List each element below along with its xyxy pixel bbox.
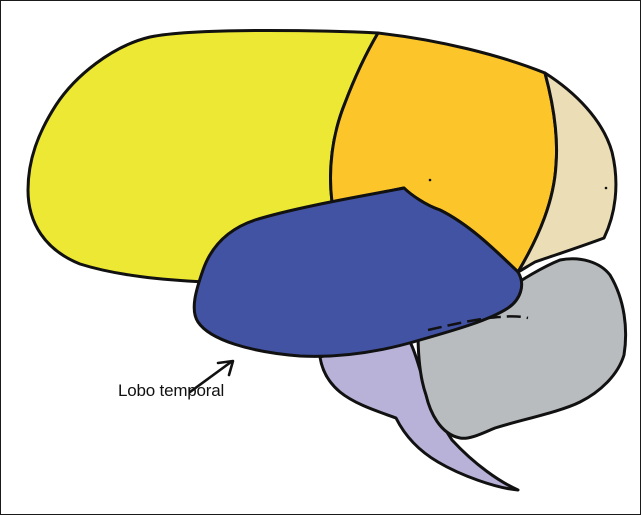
detail-dot <box>429 179 432 182</box>
detail-dot <box>605 187 608 190</box>
temporal-lobe-label: Lobo temporal <box>118 381 224 401</box>
